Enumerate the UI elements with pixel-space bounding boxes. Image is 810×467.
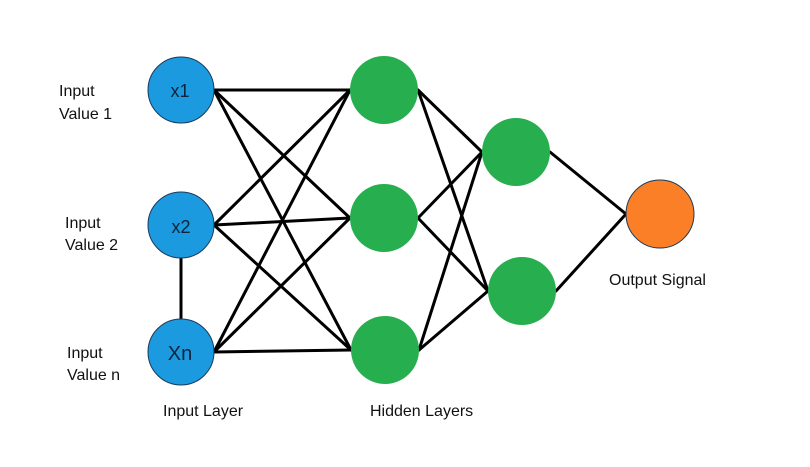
edge-x2-h1a bbox=[212, 88, 352, 227]
hidden-layers-label: Hidden Layers bbox=[370, 403, 473, 420]
edge-x1-h1b bbox=[212, 88, 352, 220]
edge-h2b-out bbox=[554, 212, 628, 293]
edge-x2-h1c bbox=[212, 223, 353, 352]
input-value-2-label-line1: Input bbox=[65, 215, 101, 232]
input-node-x2 bbox=[147, 191, 215, 259]
edge-h1b-h2a bbox=[416, 150, 484, 220]
edge-xn-h1b bbox=[212, 216, 352, 354]
input-value-2-label-line2: Value 2 bbox=[65, 237, 118, 254]
nodes-group bbox=[147, 56, 695, 386]
edges-group bbox=[179, 88, 628, 354]
edge-h1a-h2a bbox=[416, 88, 484, 154]
hidden-node-1c bbox=[351, 316, 419, 384]
hidden-node-2b bbox=[488, 257, 556, 325]
node-label-x2: x2 bbox=[171, 217, 190, 237]
input-value-1-label-line1: Input bbox=[59, 83, 95, 100]
node-label-x1: x1 bbox=[170, 81, 189, 101]
hidden-node-2a bbox=[482, 118, 550, 186]
input-value-n-label-line2: Value n bbox=[67, 367, 120, 384]
node-label-xn: Xn bbox=[168, 343, 192, 365]
edge-xn-h1c bbox=[212, 348, 353, 354]
edge-h1c-h2a bbox=[417, 150, 484, 352]
input-node-xn bbox=[147, 318, 215, 386]
edge-h1a-h2b bbox=[416, 88, 490, 293]
edge-h1b-h2b bbox=[416, 216, 490, 293]
edge-h2a-out bbox=[548, 150, 628, 216]
output-node bbox=[625, 179, 695, 249]
hidden-node-1b bbox=[350, 184, 418, 252]
input-layer-label: Input Layer bbox=[163, 403, 244, 420]
edge-h1c-h2b bbox=[417, 289, 490, 352]
output-signal-label: Output Signal bbox=[609, 272, 706, 289]
input-value-n-label-line1: Input bbox=[67, 345, 103, 362]
hidden-node-1a bbox=[350, 56, 418, 124]
input-node-x1 bbox=[147, 56, 215, 124]
input-value-1-label-line2: Value 1 bbox=[59, 106, 112, 123]
edge-xn-h1a bbox=[212, 88, 352, 354]
